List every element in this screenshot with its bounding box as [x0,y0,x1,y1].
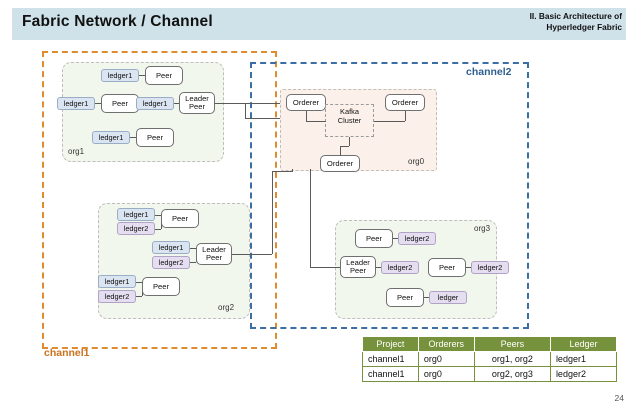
org1-peer-2: Peer [101,94,139,113]
kafka-label-line2: Cluster [337,116,362,126]
table-cell-ledger-1: ledger1 [549,351,618,367]
kafka-label-line1: Kafka [340,107,359,116]
connector-org2-to-org0-h [232,254,272,255]
org1-peer-1: Peer [145,66,183,85]
connector-org1-to-org0-h [215,103,280,104]
table-header-row: Project Orderers Peers Ledger [362,336,618,352]
connector-org0-to-org3-v [310,169,311,267]
table-cell-ledger-2: ledger2 [549,366,618,382]
org3-ledger-3: ledger2 [471,261,509,274]
org2-peer-1: Peer [161,209,199,228]
summary-table: Project Orderers Peers Ledger channel1 o… [362,336,618,382]
channel2-boundary [250,62,529,329]
connector-org1-a [139,75,145,76]
table-header-peers: Peers [473,336,551,352]
org0-orderer-3: Orderer [320,155,360,172]
org2-ledger2-2: ledger2 [152,256,190,269]
channel1-label: channel1 [44,347,90,359]
org1-label: org1 [68,147,85,156]
org1-ledger-1: ledger1 [101,69,139,82]
connector-org2-c1 [136,282,142,283]
org2-label: org2 [218,303,235,312]
connector-org2-b1 [190,248,196,249]
connector-org1-to-org0-v [245,103,246,118]
org3-ledger-4: ledger [429,291,467,304]
connector-org0-to-org3-h [310,267,340,268]
connector-org2-to-org0-v2 [292,169,293,172]
org2-ledger1-2: ledger1 [152,241,190,254]
org2-ledger2-3: ledger2 [98,290,136,303]
connector-org3-a [393,238,398,239]
org3-leader-peer: Leader Peer [340,256,376,278]
org3-ledger-1: ledger2 [398,232,436,245]
table-cell-peers-2: org2, org3 [473,366,551,382]
connector-org2-a1 [155,215,161,216]
connector-orderer1-kafka-v [306,111,307,121]
org3-label: org3 [474,224,491,233]
org3-leader-peer-line2: Peer [349,266,367,275]
connector-org3-d [424,297,429,298]
page-title: Fabric Network / Channel [22,13,213,30]
channel1-boundary [42,51,277,349]
org2-leader-peer-line1: Leader [202,244,226,254]
table-header-ledger: Ledger [549,336,618,352]
org1-ledger-2: ledger1 [57,97,95,110]
org1-leader-peer-line1: Leader [185,93,209,103]
org1-ledger-3: ledger1 [136,97,174,110]
table-cell-orderers-2: org0 [417,366,475,382]
header-subtitle-line1: II. Basic Architecture of [529,11,622,21]
connector-org2-to-org0-v [272,171,273,254]
table-cell-project-1: channel1 [362,351,419,367]
connector-org1-d [130,137,136,138]
connector-orderer2-kafka-h [374,121,405,122]
connector-kafka-orderer3-v2 [340,146,341,155]
org1-ledger-4: ledger1 [92,131,130,144]
org3-peer-3: Peer [428,258,466,277]
header-band [12,8,626,40]
page-number: 24 [614,393,624,403]
org2-ledger1-1: ledger1 [117,208,155,221]
connector-org2-b2 [190,262,196,263]
org2-leader-peer-line2: Peer [205,253,223,262]
org0-label: org0 [408,157,425,166]
table-row: channel1 org0 org1, org2 ledger1 [362,351,618,367]
org3-leader-peer-line1: Leader [346,257,370,267]
org3-peer-1: Peer [355,229,393,248]
channel2-label: channel2 [466,66,512,78]
connector-orderer2-kafka-v [405,111,406,121]
org2-ledger2-1: ledger2 [117,222,155,235]
org0-orderer-2: Orderer [385,94,425,111]
org0-orderer-1: Orderer [286,94,326,111]
connector-org1-to-org0-h2 [245,118,280,119]
table-cell-peers-1: org1, org2 [473,351,551,367]
connector-org1-c [174,103,179,104]
table-header-project: Project [362,336,419,352]
connector-orderer1-kafka-h [306,121,326,122]
connector-org3-b [376,267,381,268]
connector-org3-c [466,267,471,268]
connector-org2-a2 [155,229,161,230]
org2-leader-peer: Leader Peer [196,243,232,265]
org1-leader-peer: Leader Peer [179,92,215,114]
connector-kafka-orderer3-h [340,146,349,147]
header-subtitle: II. Basic Architecture of Hyperledger Fa… [442,11,622,33]
org3-peer-4: Peer [386,288,424,307]
table-row: channel1 org0 org2, org3 ledger2 [362,366,618,382]
org2-ledger1-3: ledger1 [98,275,136,288]
kafka-cluster-container [325,104,374,137]
org3-ledger-2: ledger2 [381,261,419,274]
org1-leader-peer-line2: Peer [188,102,206,111]
header-subtitle-line2: Hyperledger Fabric [546,22,622,33]
kafka-cluster-label: Kafka Cluster [325,107,374,126]
org1-peer-4: Peer [136,128,174,147]
table-header-orderers: Orderers [417,336,475,352]
connector-kafka-orderer3-v [349,137,350,146]
org2-peer-3: Peer [142,277,180,296]
connector-org2-c2 [136,296,142,297]
connector-org2-to-org0-h2 [272,171,292,172]
table-cell-project-2: channel1 [362,366,419,382]
header-divider [12,41,626,42]
table-cell-orderers-1: org0 [417,351,475,367]
connector-org1-b [95,103,101,104]
